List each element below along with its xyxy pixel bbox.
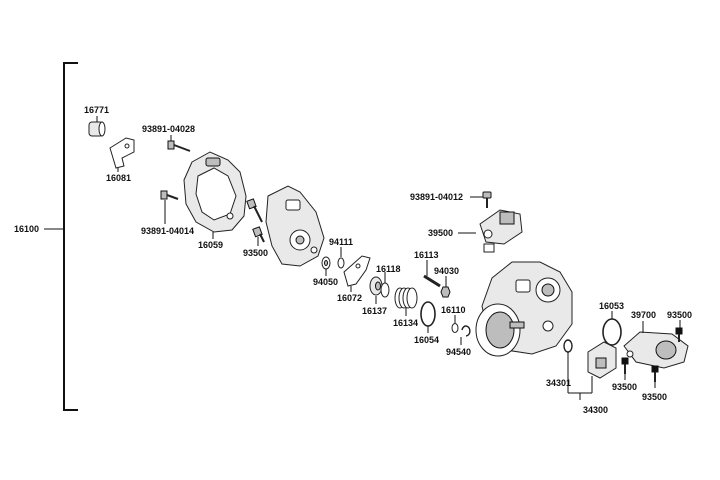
label-39700: 39700 (631, 310, 656, 320)
part-16081-plate (109, 137, 135, 169)
part-16137-bearing (369, 276, 383, 296)
label-16113: 16113 (414, 250, 439, 260)
part-39500-sensor (479, 209, 523, 253)
label-16137: 16137 (362, 306, 387, 316)
label-16072: 16072 (337, 293, 362, 303)
label-93500-d: 93500 (642, 392, 667, 402)
label-16053: 16053 (599, 301, 624, 311)
part-16072-lever (343, 255, 371, 287)
part-93500-screws-b (675, 327, 683, 342)
label-16118: 16118 (376, 264, 401, 274)
label-16054: 16054 (414, 335, 439, 345)
label-94111: 94111 (329, 237, 353, 247)
label-93891-04028: 93891-04028 (142, 124, 195, 134)
part-94050-washer (321, 256, 331, 270)
label-94540: 94540 (446, 347, 471, 357)
label-93891-04012: 93891-04012 (410, 192, 463, 202)
part-39700-actuator (623, 331, 689, 369)
label-93500-c: 93500 (612, 382, 637, 392)
label-16771: 16771 (84, 105, 109, 115)
label-94050: 94050 (313, 277, 338, 287)
part-16134-spring (394, 287, 418, 309)
part-16113-pin (423, 274, 441, 288)
label-93500-b: 93500 (667, 310, 692, 320)
part-16110-washer (451, 323, 459, 333)
part-gear-housing (265, 185, 325, 267)
part-16053-oring (602, 318, 622, 346)
part-93500-screws-a (246, 198, 265, 243)
label-39500: 39500 (428, 228, 453, 238)
label-94030: 94030 (434, 266, 459, 276)
label-93891-04014: 93891-04014 (141, 226, 194, 236)
part-94540-clip (461, 325, 471, 337)
part-93891-04014-screw (160, 190, 179, 200)
label-34301: 34301 (546, 378, 571, 388)
label-16110: 16110 (441, 305, 466, 315)
label-16134: 16134 (393, 318, 418, 328)
assembly-bracket-16100 (44, 62, 78, 411)
part-16118-ring (380, 282, 390, 298)
label-16100: 16100 (14, 224, 39, 234)
part-34301-oring (563, 339, 573, 353)
label-16059: 16059 (198, 240, 223, 250)
part-throttle-body (475, 261, 573, 357)
part-93891-04012-screw (482, 191, 492, 208)
part-16054-oring (420, 301, 436, 327)
part-16771-bushing (88, 121, 106, 137)
part-34300-block (587, 341, 617, 379)
part-16059-cover (183, 151, 247, 233)
label-16081: 16081 (106, 173, 131, 183)
part-93500-screws-d (651, 365, 659, 382)
part-94111-washer (337, 257, 345, 269)
part-94030-nut (440, 286, 451, 298)
label-34300: 34300 (583, 405, 608, 415)
label-93500-a: 93500 (243, 248, 268, 258)
part-93500-screws-c (621, 357, 629, 374)
leader-34301-34300 (567, 352, 593, 400)
part-93891-04028-screw (167, 140, 191, 152)
